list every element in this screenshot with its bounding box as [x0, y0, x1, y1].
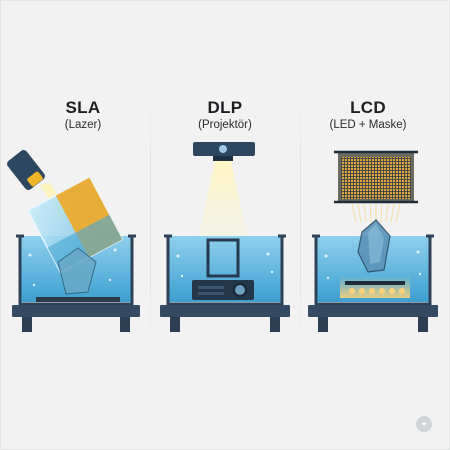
lcd-illustration	[308, 150, 438, 332]
sla-stand	[12, 305, 140, 317]
dlp-illustration	[160, 142, 290, 332]
sla-subtitle: (Lazer)	[64, 119, 102, 131]
lcd-subtitle: (LED + Maske)	[329, 119, 407, 131]
dlp-title: DLP	[207, 98, 243, 117]
dlp-bottom-projector	[192, 280, 254, 300]
column-divider	[300, 95, 301, 345]
lcd-title: LCD	[350, 98, 386, 117]
projector-icon	[193, 142, 255, 161]
sla-printed-object	[57, 247, 97, 295]
led-array-icon	[340, 276, 410, 298]
sla-illustration	[7, 150, 140, 332]
lcd-mask-icon	[334, 150, 418, 204]
dlp-build-frame	[206, 238, 240, 278]
laser-head-icon	[7, 150, 45, 190]
dlp-subtitle: (Projektör)	[198, 119, 252, 131]
lcd-light-rays	[351, 203, 401, 223]
dlp-light-cone	[198, 161, 248, 240]
sla-title: SLA	[65, 98, 101, 117]
watermark-badge-icon: ✦	[416, 416, 432, 432]
column-divider	[150, 95, 151, 345]
sla-build-plate	[36, 297, 120, 302]
sla-build-cube	[26, 176, 124, 274]
dlp-stand	[160, 305, 290, 317]
lcd-stand	[308, 305, 438, 317]
